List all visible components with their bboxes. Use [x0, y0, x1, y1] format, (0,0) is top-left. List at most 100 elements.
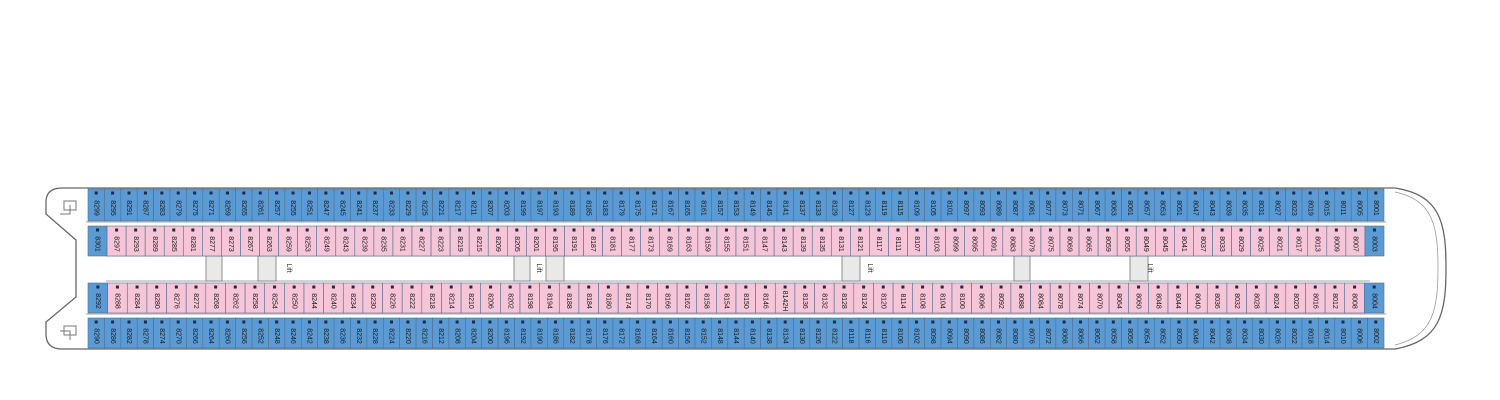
- cabin-8163[interactable]: 8163: [678, 225, 699, 257]
- cabin-8178[interactable]: 8178: [579, 317, 597, 349]
- cabin-8052[interactable]: 8052: [1154, 317, 1172, 349]
- cabin-8177[interactable]: 8177: [621, 225, 642, 257]
- cabin-8119[interactable]: 8119: [875, 188, 893, 222]
- cabin-8286[interactable]: 8286: [104, 317, 122, 349]
- cabin-8226[interactable]: 8226: [382, 282, 403, 314]
- cabin-8167[interactable]: 8167: [661, 188, 679, 222]
- cabin-8212[interactable]: 8212: [432, 317, 450, 349]
- cabin-8011[interactable]: 8011: [1334, 188, 1352, 222]
- cabin-8043[interactable]: 8043: [1203, 188, 1221, 222]
- cabin-8048[interactable]: 8048: [1148, 282, 1169, 314]
- cabin-8094[interactable]: 8094: [940, 317, 958, 349]
- cabin-8182[interactable]: 8182: [563, 317, 581, 349]
- cabin-8060[interactable]: 8060: [1128, 282, 1149, 314]
- cabin-8272[interactable]: 8272: [185, 282, 207, 314]
- cabin-8168[interactable]: 8168: [629, 317, 647, 349]
- cabin-8234[interactable]: 8234: [342, 282, 364, 314]
- cabin-8199[interactable]: 8199: [514, 188, 532, 222]
- cabin-8084[interactable]: 8084: [1030, 282, 1051, 314]
- cabin-8076[interactable]: 8076: [1022, 317, 1040, 349]
- cabin-8240[interactable]: 8240: [323, 282, 344, 314]
- cabin-8007[interactable]: 8007: [1345, 225, 1366, 257]
- cabin-8270[interactable]: 8270: [169, 317, 187, 349]
- cabin-8100[interactable]: 8100: [951, 282, 972, 314]
- cabin-8261[interactable]: 8261: [251, 188, 269, 222]
- cabin-8073[interactable]: 8073: [1055, 188, 1073, 222]
- cabin-8162[interactable]: 8162: [676, 282, 698, 314]
- cabin-8015[interactable]: 8015: [1318, 188, 1336, 222]
- cabin-8006[interactable]: 8006: [1350, 317, 1368, 349]
- cabin-8139[interactable]: 8139: [792, 225, 813, 257]
- cabin-8275[interactable]: 8275: [186, 188, 204, 222]
- cabin-8295[interactable]: 8295: [104, 188, 122, 222]
- cabin-8072[interactable]: 8072: [1039, 317, 1057, 349]
- cabin-8157[interactable]: 8157: [711, 188, 729, 222]
- cabin-8196[interactable]: 8196: [497, 317, 515, 349]
- cabin-8066[interactable]: 8066: [1072, 317, 1090, 349]
- cabin-8288[interactable]: 8288: [107, 282, 128, 314]
- cabin-8121[interactable]: 8121: [850, 225, 870, 257]
- cabin-8256[interactable]: 8256: [235, 317, 253, 349]
- cabin-8082[interactable]: 8082: [989, 317, 1007, 349]
- cabin-8208[interactable]: 8208: [448, 317, 466, 349]
- cabin-8135[interactable]: 8135: [811, 225, 832, 257]
- cabin-8056[interactable]: 8056: [1121, 317, 1139, 349]
- cabin-8155[interactable]: 8155: [716, 225, 737, 257]
- cabin-8186[interactable]: 8186: [547, 317, 565, 349]
- cabin-8269[interactable]: 8269: [218, 188, 236, 222]
- cabin-8130[interactable]: 8130: [793, 317, 811, 349]
- cabin-8081[interactable]: 8081: [1022, 188, 1040, 222]
- cabin-8166[interactable]: 8166: [657, 282, 678, 314]
- cabin-8050[interactable]: 8050: [1170, 317, 1188, 349]
- cabin-8005[interactable]: 8005: [1350, 188, 1368, 222]
- cabin-8014[interactable]: 8014: [1318, 317, 1336, 349]
- cabin-8249[interactable]: 8249: [316, 225, 337, 257]
- cabin-8075[interactable]: 8075: [1040, 225, 1061, 257]
- cabin-8096[interactable]: 8096: [971, 282, 992, 314]
- cabin-8086[interactable]: 8086: [973, 317, 991, 349]
- cabin-8279[interactable]: 8279: [169, 188, 187, 222]
- cabin-8211[interactable]: 8211: [465, 188, 483, 222]
- cabin-8237[interactable]: 8237: [366, 188, 384, 222]
- cabin-8126[interactable]: 8126: [809, 317, 827, 349]
- cabin-8019[interactable]: 8019: [1301, 188, 1319, 222]
- cabin-8123[interactable]: 8123: [858, 188, 876, 222]
- cabin-8215[interactable]: 8215: [468, 225, 489, 257]
- cabin-8223[interactable]: 8223: [430, 225, 451, 257]
- cabin-8038[interactable]: 8038: [1219, 317, 1237, 349]
- cabin-8268[interactable]: 8268: [205, 282, 226, 314]
- cabin-8074[interactable]: 8074: [1069, 282, 1090, 314]
- cabin-8137[interactable]: 8137: [793, 188, 811, 222]
- cabin-8133[interactable]: 8133: [809, 188, 827, 222]
- cabin-8238[interactable]: 8238: [317, 317, 335, 349]
- cabin-8204[interactable]: 8204: [465, 317, 483, 349]
- cabin-8285[interactable]: 8285: [163, 225, 184, 257]
- cabin-8276[interactable]: 8276: [166, 282, 187, 314]
- cabin-8020[interactable]: 8020: [1285, 282, 1306, 314]
- cabin-8067[interactable]: 8067: [1088, 188, 1106, 222]
- cabin-8037[interactable]: 8037: [1193, 225, 1213, 257]
- cabin-8051[interactable]: 8051: [1170, 188, 1188, 222]
- cabin-8022[interactable]: 8022: [1285, 317, 1303, 349]
- cabin-8131[interactable]: 8131: [830, 225, 851, 257]
- cabin-8264[interactable]: 8264: [202, 317, 220, 349]
- cabin-8124[interactable]: 8124: [853, 282, 874, 314]
- cabin-8032[interactable]: 8032: [1226, 282, 1247, 314]
- cabin-8247[interactable]: 8247: [317, 188, 335, 222]
- cabin-8053[interactable]: 8053: [1154, 188, 1172, 222]
- cabin-8151[interactable]: 8151: [735, 225, 756, 257]
- cabin-8018[interactable]: 8018: [1301, 317, 1319, 349]
- cabin-8200[interactable]: 8200: [481, 317, 499, 349]
- cabin-8221[interactable]: 8221: [432, 188, 450, 222]
- cabin-8033[interactable]: 8033: [1212, 225, 1232, 257]
- cabin-8103[interactable]: 8103: [926, 225, 946, 257]
- cabin-8144[interactable]: 8144: [727, 317, 745, 349]
- cabin-8210[interactable]: 8210: [460, 282, 482, 314]
- cabin-8088[interactable]: 8088: [1010, 282, 1031, 314]
- cabin-8242[interactable]: 8242: [300, 317, 318, 349]
- cabin-8140[interactable]: 8140: [743, 317, 761, 349]
- cabin-8222[interactable]: 8222: [401, 282, 423, 314]
- cabin-8198[interactable]: 8198: [519, 282, 540, 314]
- cabin-8042[interactable]: 8042: [1203, 317, 1221, 349]
- cabin-8251[interactable]: 8251: [300, 188, 318, 222]
